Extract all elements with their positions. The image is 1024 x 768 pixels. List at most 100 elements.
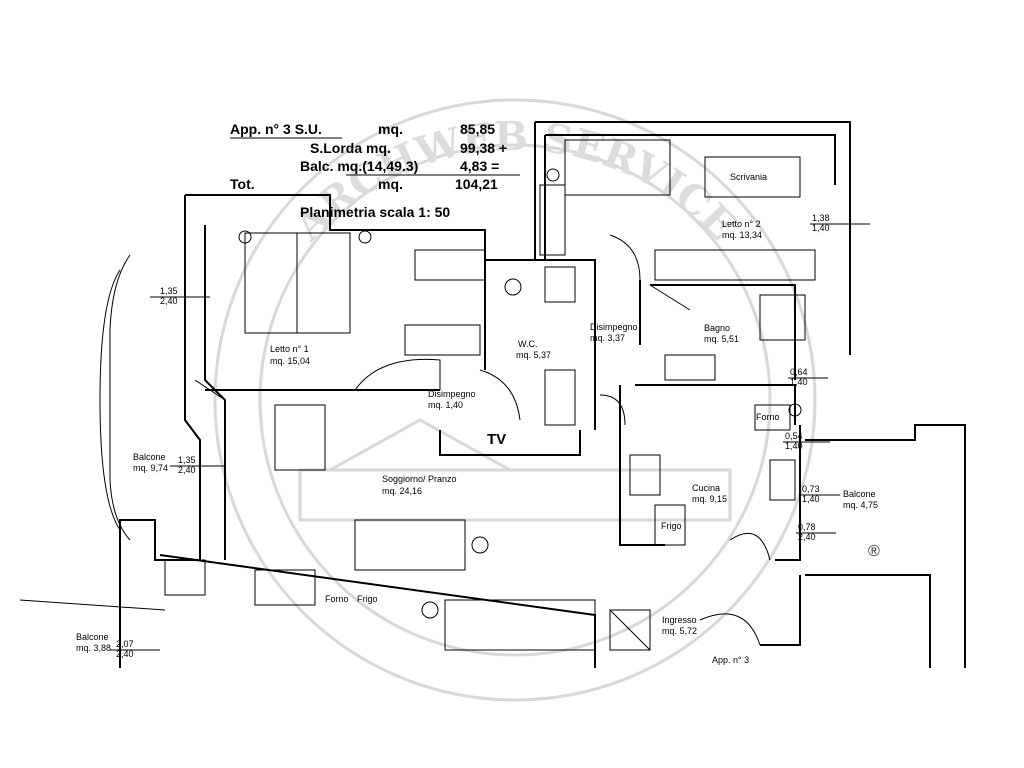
wardrobe-letto1 xyxy=(414,249,486,281)
wardrobe-letto1-b xyxy=(404,324,481,356)
room-balcone2-area: mq. 4,75 xyxy=(843,500,878,510)
oven-cucina xyxy=(754,404,791,431)
wall-east xyxy=(775,425,801,561)
room-bagno-name: Bagno xyxy=(704,323,730,333)
header-balc-value: 4,83 = xyxy=(460,158,499,174)
window-dimensions: 1,38 1,40 1,35 2,40 0,64 1,40 0,54 1,40 … xyxy=(110,213,870,659)
room-ingresso-area: mq. 5,72 xyxy=(662,626,697,636)
room-soggiorno-area: mq. 24,16 xyxy=(382,486,422,496)
header-su-value: 85,85 xyxy=(460,121,495,137)
desk-scrivania xyxy=(704,156,801,198)
room-scrivania: Scrivania xyxy=(730,172,767,182)
fridge-cucina xyxy=(654,504,686,546)
bed-letto2 xyxy=(564,139,671,196)
dim-d2-top: 1,35 xyxy=(160,286,178,296)
kitchen-table xyxy=(769,459,796,501)
label-app3: App. n° 3 xyxy=(712,655,749,665)
dim-d5-bottom: 2,40 xyxy=(178,465,196,475)
watermark-outer-ring xyxy=(213,98,817,702)
label-forno1: Forno xyxy=(756,412,780,422)
dim-d6-top: 0,73 xyxy=(802,484,820,494)
room-bagno-area: mq. 5,51 xyxy=(704,334,739,344)
bagno-sink xyxy=(664,354,716,381)
dim-d7-bottom: 2,40 xyxy=(798,532,816,542)
watermark-inner-ring xyxy=(258,143,772,657)
room-wc-name: W.C. xyxy=(518,339,538,349)
sofa xyxy=(354,519,466,571)
dim-d5-top: 1,35 xyxy=(178,455,196,465)
wall-stair xyxy=(760,574,931,668)
dim-d4-top: 0,54 xyxy=(785,431,803,441)
dim-d1-bottom: 1,40 xyxy=(812,223,830,233)
room-letto1-area: mq. 15,04 xyxy=(270,356,310,366)
wall-balcone-east xyxy=(805,424,966,668)
room-disimpegno1-area: mq. 3,37 xyxy=(590,333,625,343)
room-balcone1-name: Balcone xyxy=(133,452,166,462)
dim-d8-top: 2,07 xyxy=(116,639,134,649)
stair-landing xyxy=(609,609,651,651)
room-letto2-area: mq. 13,34 xyxy=(722,230,762,240)
header-slorda-value: 99,38 + xyxy=(460,140,507,156)
dim-d6-bottom: 1,40 xyxy=(802,494,820,504)
room-disimpegno2-area: mq. 1,40 xyxy=(428,400,463,410)
room-balcone2-name: Balcone xyxy=(843,489,876,499)
room-tv: TV xyxy=(487,431,506,448)
plan-scale-title: Planimetria scala 1: 50 xyxy=(300,204,450,220)
room-wc-area: mq. 5,37 xyxy=(516,350,551,360)
room-labels: Letto n° 2 mq. 13,34 Scrivania Letto n° … xyxy=(76,172,878,665)
watermark: ARCHWEB SERVICE ® xyxy=(213,98,880,702)
dim-d1-top: 1,38 xyxy=(812,213,830,223)
room-soggiorno-name: Soggiorno/ Pranzo xyxy=(382,474,457,484)
room-letto2-name: Letto n° 2 xyxy=(722,219,761,229)
stove-south xyxy=(164,559,206,596)
header-balc-label: Balc. mq.(14,49.3) xyxy=(300,158,418,174)
header-total-label: Tot. xyxy=(230,176,255,192)
room-disimpegno2-name: Disimpegno xyxy=(428,389,476,399)
dim-d3-bottom: 1,40 xyxy=(790,377,808,387)
room-ingresso-name: Ingresso xyxy=(662,615,697,625)
header-total-value: 104,21 xyxy=(455,176,498,192)
wall-tv xyxy=(439,430,581,456)
header-app-label: App. n° 3 S.U. xyxy=(230,121,322,137)
header-slorda-label: S.Lorda mq. xyxy=(310,140,391,156)
dim-d8-bottom: 2,40 xyxy=(116,649,134,659)
watermark-building-icon xyxy=(298,418,732,522)
bagno-shower xyxy=(759,294,806,341)
header-total-unit: mq. xyxy=(378,176,403,192)
wall-letto2-inner xyxy=(544,134,836,260)
dim-d2-bottom: 2,40 xyxy=(160,296,178,306)
wall-bagno xyxy=(639,280,796,380)
dim-d3-top: 0,64 xyxy=(790,367,808,377)
wardrobe-corridor xyxy=(539,184,566,256)
room-cucina-area: mq. 9,15 xyxy=(692,494,727,504)
stove-cucina xyxy=(629,454,661,496)
wall-south xyxy=(159,554,596,668)
wc-shower xyxy=(544,266,576,303)
counter-south xyxy=(254,569,316,606)
room-cucina-name: Cucina xyxy=(692,483,720,493)
header-unit-mq: mq. xyxy=(378,121,403,137)
doors xyxy=(354,234,771,646)
wall-kitchen-west xyxy=(619,385,665,546)
balcony-curve xyxy=(99,269,121,531)
dining-table xyxy=(274,404,326,471)
label-frigo2: Frigo xyxy=(357,594,378,604)
wardrobe-letto2 xyxy=(654,249,816,281)
room-letto1-name: Letto n° 1 xyxy=(270,344,309,354)
room-balcone3-area: mq. 3,88 xyxy=(76,643,111,653)
registered-mark: ® xyxy=(868,543,880,560)
area-summary: App. n° 3 S.U. mq. 85,85 S.Lorda mq. 99,… xyxy=(230,121,520,220)
wall-west xyxy=(119,195,201,668)
room-balcone3-name: Balcone xyxy=(76,632,109,642)
sofa-south xyxy=(444,599,596,651)
wall-wc xyxy=(485,259,596,430)
label-forno2: Forno xyxy=(325,594,349,604)
furniture xyxy=(164,139,816,651)
walls xyxy=(19,121,966,668)
label-frigo1: Frigo xyxy=(661,521,682,531)
wc-tub xyxy=(544,369,576,426)
dim-d7-top: 0,78 xyxy=(798,522,816,532)
dim-d4-bottom: 1,40 xyxy=(785,441,803,451)
room-disimpegno1-name: Disimpegno xyxy=(590,322,638,332)
